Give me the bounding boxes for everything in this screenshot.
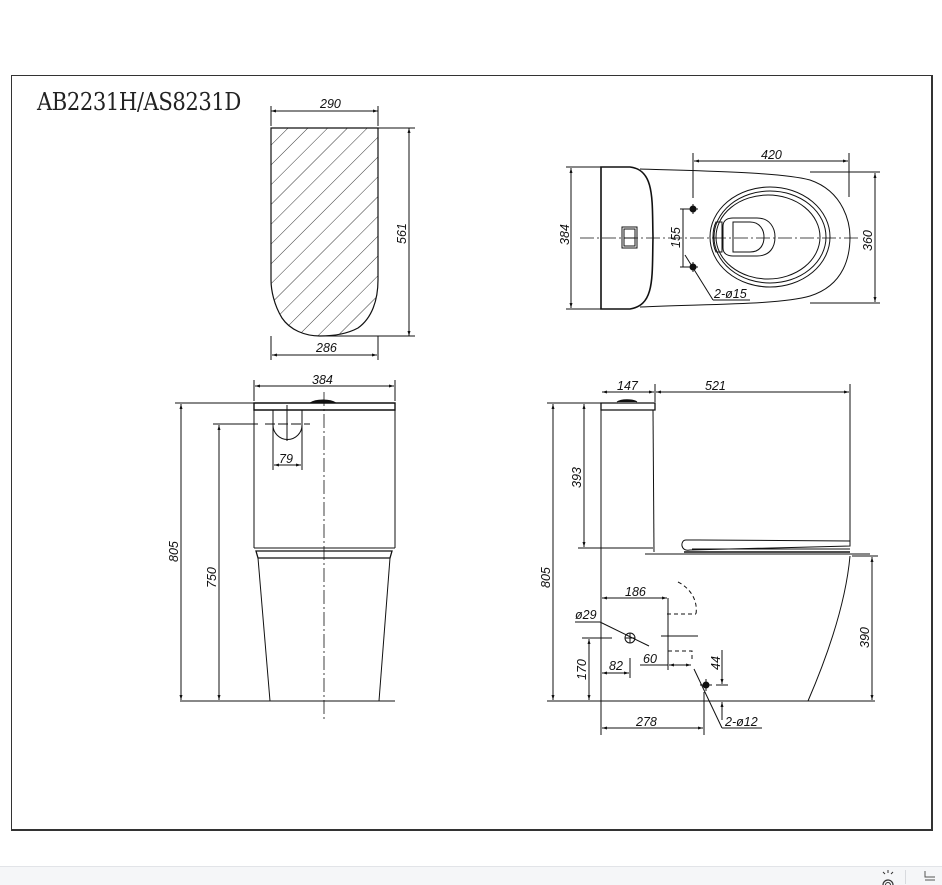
- technical-drawing: 290 286 561 420 384 360 155 2-ø15 384 80…: [167, 97, 880, 735]
- dim-outlet-offset: 186: [625, 585, 646, 599]
- dim-seat-length: 561: [395, 223, 409, 244]
- seat-plan-view: [270, 106, 415, 360]
- dim-button-width: 79: [279, 452, 293, 466]
- dim-inlet-diameter: ø29: [575, 608, 597, 622]
- brightness-icon[interactable]: [880, 869, 896, 885]
- dim-inlet-offset: 82: [609, 659, 623, 673]
- label-floor-fix-holes: 2-ø12: [724, 715, 758, 729]
- label-fixing-holes: 2-ø15: [713, 287, 747, 301]
- dim-front-width: 384: [312, 373, 333, 387]
- dim-fixing-spacing: 155: [669, 227, 683, 248]
- dim-tank-depth: 147: [617, 379, 639, 393]
- dim-floor-fix-height: 44: [709, 656, 723, 670]
- model-title: AB2231H/AS8231D: [37, 88, 241, 116]
- dim-bowl-projection: 521: [705, 379, 726, 393]
- dim-seat-width-bottom: 286: [315, 341, 337, 355]
- dim-top-overall-width: 384: [558, 224, 572, 245]
- viewer-status-bar: [0, 866, 942, 885]
- dim-bowl-height: 390: [858, 627, 872, 648]
- dim-floor-fix-offset: 278: [635, 715, 657, 729]
- side-view: [547, 384, 878, 735]
- dim-outlet-width: 60: [643, 652, 657, 666]
- drawing-frame: [11, 75, 933, 831]
- dim-bowl-width: 360: [861, 230, 875, 251]
- dim-side-overall-height: 805: [539, 567, 553, 588]
- dim-tank-height: 393: [570, 467, 584, 488]
- dim-front-inlet-height: 750: [205, 567, 219, 588]
- dim-bowl-length: 420: [761, 148, 782, 162]
- dim-inlet-height: 170: [575, 659, 589, 680]
- page-layout-icon[interactable]: [922, 869, 938, 885]
- dim-seat-width-top: 290: [319, 97, 341, 111]
- top-view: [566, 153, 880, 310]
- dim-front-overall-height: 805: [167, 541, 181, 562]
- front-view: [175, 380, 396, 720]
- drawing-sheet: AB2231H/AS8231D: [11, 75, 933, 831]
- status-divider: [905, 870, 906, 884]
